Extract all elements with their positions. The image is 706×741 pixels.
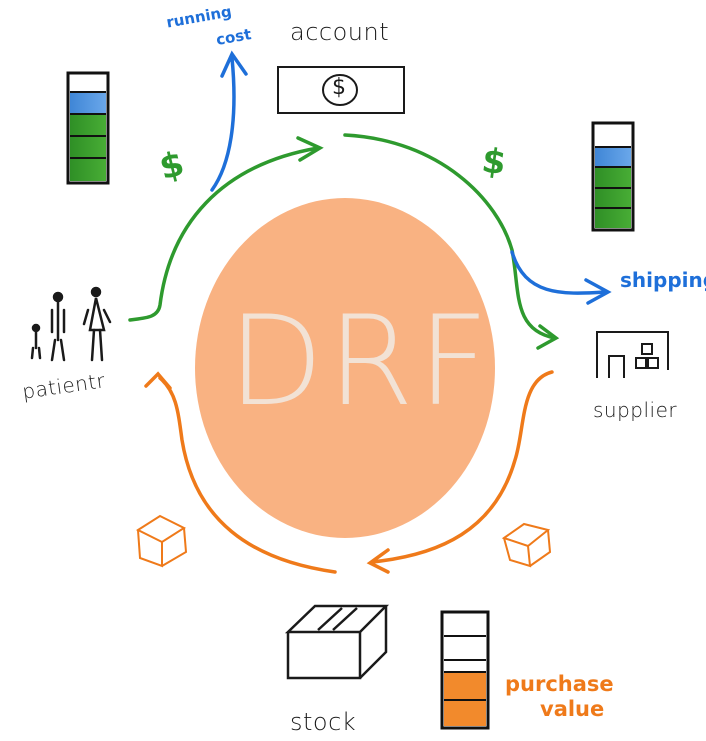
left-funds-stack-icon	[66, 71, 110, 185]
blue-arrow-head-running-cost	[220, 50, 248, 78]
supplier-warehouse-icon	[596, 331, 669, 378]
account-banknote-icon	[277, 66, 405, 114]
right-funds-stack-icon	[591, 121, 635, 232]
purchase-value-label-line2: value	[540, 697, 605, 721]
orange-arrow-supplier-to-stock	[370, 370, 554, 564]
green-arrow-patients-to-account	[128, 146, 320, 322]
stock-box-icon	[284, 604, 390, 680]
goods-flow-arrows	[144, 370, 554, 574]
goods-box-right-icon	[501, 522, 552, 568]
money-flow-arrows	[128, 133, 560, 350]
orange-arrow-head-stock	[366, 548, 390, 574]
blue-arrow-shipping	[510, 250, 607, 295]
stock-label: stock	[290, 708, 357, 736]
patients-people-icon	[30, 286, 112, 362]
green-arrow-account-to-supplier	[343, 133, 557, 340]
green-arrow-head-supplier	[536, 324, 560, 350]
purchase-value-label-line1: purchase	[505, 672, 614, 696]
blue-arrow-running-cost	[210, 56, 236, 192]
shipping-label: shipping	[620, 268, 706, 292]
dollar-symbol-icon: $	[332, 75, 346, 100]
green-arrow-head-account	[296, 136, 324, 162]
account-label: account	[290, 18, 390, 46]
purchase-value-stack-icon	[440, 610, 490, 730]
drf-title: DRF	[228, 290, 493, 434]
orange-arrow-stock-to-patients	[158, 376, 337, 574]
goods-box-left-icon	[135, 514, 188, 568]
orange-arrow-head-patients	[144, 371, 172, 390]
drf-circle	[195, 198, 495, 538]
cost-flow-arrows	[210, 50, 612, 305]
blue-arrow-head-shipping	[584, 278, 612, 305]
supplier-label: supplier	[593, 398, 678, 422]
